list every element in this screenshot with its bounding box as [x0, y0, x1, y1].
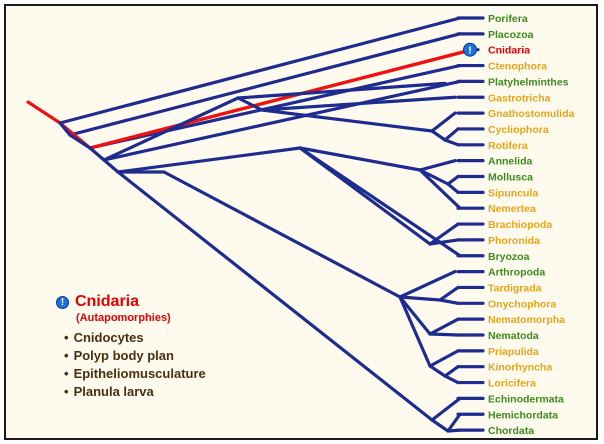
branch-line — [418, 159, 457, 172]
branch-line — [398, 295, 432, 336]
taxon-label: Phoronida — [488, 235, 540, 247]
branch-line — [68, 32, 462, 137]
branch-line — [443, 374, 460, 385]
branch-line — [443, 127, 460, 142]
branch-line — [58, 16, 462, 125]
branch-line — [398, 295, 442, 302]
taxon-label: Annelida — [488, 156, 532, 168]
autapomorphy-item: Planula larva — [64, 383, 206, 401]
taxon-label: Nematoda — [488, 330, 539, 342]
phylogenetic-tree: PoriferaPlacozoa!CnidariaCtenophoraPlaty… — [26, 13, 574, 437]
branch-line — [418, 168, 462, 210]
taxon-label: Kinorhyncha — [488, 362, 552, 374]
highlight-badge-icon: ! — [463, 42, 477, 57]
branch-line — [398, 295, 432, 368]
taxon-label: Gnathostomulida — [488, 108, 574, 120]
branch-line — [428, 317, 460, 336]
deuterostomia-stem — [116, 170, 434, 422]
branch-line — [446, 412, 462, 433]
branch-line — [428, 332, 460, 337]
taxon-label: Placozoa — [488, 29, 534, 41]
taxon-label: Priapulida — [488, 346, 539, 358]
autapomorphy-list: Cnidocytes Polyp body plan Epitheliomusc… — [56, 329, 206, 401]
branch-line — [102, 79, 462, 162]
branch-line — [443, 365, 460, 378]
taxon-label: Cycliophora — [488, 124, 549, 136]
branch-line — [428, 238, 460, 246]
autapomorphy-panel: ! Cnidaria (Autapomorphies) Cnidocytes P… — [56, 293, 206, 401]
root-branch — [26, 100, 62, 125]
branch-line — [438, 285, 460, 302]
taxon-label: Tardigrada — [488, 282, 542, 294]
branch-line — [438, 298, 460, 305]
branch-line — [236, 81, 447, 100]
autapomorphy-header: ! Cnidaria — [56, 293, 206, 311]
taxon-label: Gastrotricha — [488, 92, 551, 104]
taxon-label: Porifera — [488, 13, 528, 25]
taxon-label: Chordata — [488, 425, 534, 437]
taxon-label: Loricifera — [488, 378, 536, 390]
ecdysozoa-stem — [162, 170, 402, 299]
autapomorphy-item: Epitheliomusculature — [64, 365, 206, 383]
branch-line — [430, 111, 457, 133]
branch-line — [430, 396, 462, 422]
svg-text:!: ! — [468, 44, 472, 56]
info-badge-icon: ! — [56, 295, 69, 309]
branch-line — [298, 146, 422, 172]
taxon-label: Sipuncula — [488, 187, 538, 199]
taxon-label: Platyhelminthes — [488, 76, 569, 88]
branch-line — [428, 364, 447, 378]
taxon-label: Mollusca — [488, 172, 533, 184]
taxon-label: Ctenophora — [488, 61, 547, 73]
branch-line — [443, 138, 460, 147]
trunk — [68, 133, 92, 150]
branch-line — [260, 95, 457, 112]
taxon-label: Arthropoda — [488, 267, 545, 279]
trunk — [88, 146, 106, 162]
trunk — [58, 121, 72, 137]
taxon-label: Nematomorpha — [488, 314, 565, 326]
branch-line — [430, 129, 447, 142]
cnidaria-branch — [88, 48, 474, 150]
branch-line — [428, 349, 460, 368]
taxon-label: Rotifera — [488, 140, 528, 152]
branch-line — [88, 63, 462, 150]
autapomorphy-item: Cnidocytes — [64, 329, 206, 347]
taxon-label: Echinodermata — [488, 393, 564, 405]
lophotrochozoa-stem — [116, 146, 302, 174]
branch-line — [446, 174, 460, 186]
branch-line — [236, 96, 264, 112]
taxon-label: Brachiopoda — [488, 219, 552, 231]
panel-subtitle: (Autapomorphies) — [76, 312, 171, 324]
branch-line — [298, 146, 462, 258]
branch-line — [428, 222, 460, 246]
taxon-label: Onychophora — [488, 298, 556, 310]
branch-line — [430, 418, 450, 433]
taxon-label: Cnidaria — [488, 45, 530, 57]
taxon-label: Bryozoa — [488, 251, 530, 263]
platyzoa-stem — [102, 96, 240, 162]
taxon-label: Hemichordata — [488, 409, 558, 421]
panel-title: Cnidaria — [75, 293, 140, 310]
branch-line — [398, 270, 457, 299]
taxon-label: Nemertea — [488, 203, 536, 215]
autapomorphy-item: Polyp body plan — [64, 347, 206, 365]
trunk — [102, 158, 120, 174]
branch-line — [446, 182, 460, 194]
branch-line — [260, 108, 434, 133]
